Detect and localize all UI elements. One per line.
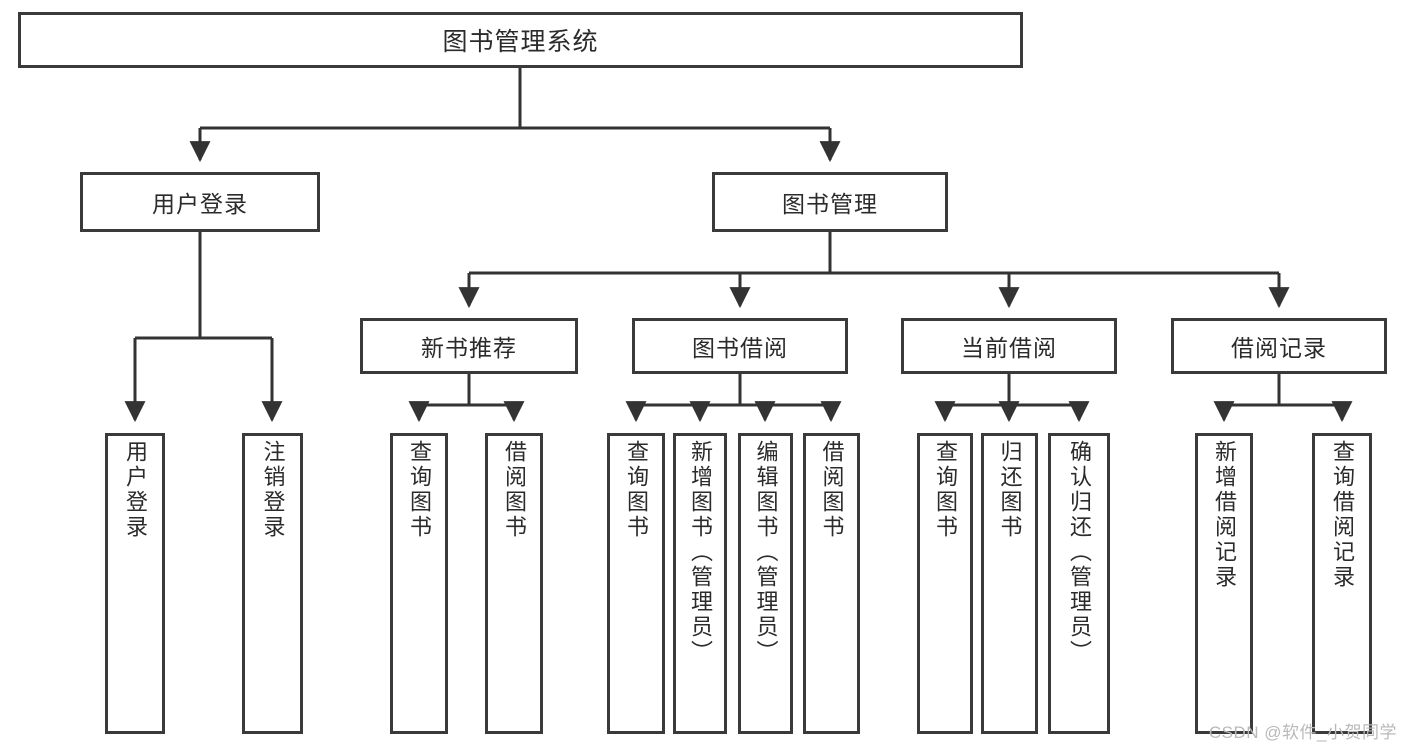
leaf-label: 借阅图书: [501, 440, 527, 540]
leaf-current-confirm-return-admin[interactable]: 确认归还（管理员）: [1048, 433, 1110, 734]
node-book-management[interactable]: 图书管理: [712, 172, 948, 232]
leaf-label: 查询借阅记录: [1329, 440, 1355, 590]
node-user-login-label: 用户登录: [152, 191, 248, 217]
leaf-borrow-add-book-admin[interactable]: 新增图书（管理员）: [673, 433, 727, 734]
leaf-label: 查询图书: [406, 440, 432, 540]
node-current-borrow-label: 当前借阅: [961, 335, 1057, 361]
leaf-label: 注销登录: [260, 440, 286, 540]
leaf-borrow-borrow-book[interactable]: 借阅图书: [803, 433, 860, 734]
edges-record-to-leaves: [1213, 374, 1353, 423]
edges-borrow-to-leaves: [625, 374, 842, 423]
node-new-book-recommend-label: 新书推荐: [421, 335, 517, 361]
leaf-record-add-record[interactable]: 新增借阅记录: [1195, 433, 1253, 734]
leaf-label: 归还图书: [997, 440, 1023, 540]
leaf-label: 编辑图书（管理员）: [753, 440, 779, 665]
leaf-borrow-edit-book-admin[interactable]: 编辑图书（管理员）: [738, 433, 793, 734]
leaf-current-return-book[interactable]: 归还图书: [981, 433, 1038, 734]
leaf-label: 新增借阅记录: [1211, 440, 1237, 590]
leaf-new-book-query[interactable]: 查询图书: [390, 433, 448, 734]
leaf-label: 查询图书: [623, 440, 649, 540]
node-user-login[interactable]: 用户登录: [80, 172, 320, 232]
node-new-book-recommend[interactable]: 新书推荐: [360, 318, 578, 374]
leaf-new-book-borrow[interactable]: 借阅图书: [485, 433, 543, 734]
edges-userlogin-to-leaves: [124, 232, 283, 423]
node-borrow-record-label: 借阅记录: [1231, 335, 1327, 361]
node-book-borrow[interactable]: 图书借阅: [632, 318, 848, 374]
leaf-user-login-login[interactable]: 用户登录: [105, 433, 165, 734]
node-current-borrow[interactable]: 当前借阅: [901, 318, 1117, 374]
node-borrow-record[interactable]: 借阅记录: [1171, 318, 1387, 374]
node-root-label: 图书管理系统: [442, 28, 599, 56]
leaf-borrow-query-book[interactable]: 查询图书: [607, 433, 665, 734]
leaf-label: 新增图书（管理员）: [687, 440, 713, 665]
edges-root-to-level2: [189, 68, 841, 163]
edges-bookmgmt-to-level3: [458, 232, 1290, 309]
node-book-borrow-label: 图书借阅: [692, 335, 788, 361]
leaf-record-query-record[interactable]: 查询借阅记录: [1312, 433, 1372, 734]
node-book-management-label: 图书管理: [782, 191, 878, 217]
node-root-book-management-system[interactable]: 图书管理系统: [18, 12, 1023, 68]
leaf-user-login-logout[interactable]: 注销登录: [242, 433, 303, 734]
leaf-label: 查询图书: [932, 440, 958, 540]
watermark-text: CSDN @软件_小贺同学: [1208, 723, 1397, 742]
edges-current-to-leaves: [934, 374, 1090, 423]
leaf-label: 用户登录: [122, 440, 148, 540]
leaf-label: 借阅图书: [819, 440, 845, 540]
edges-newbook-to-leaves: [408, 374, 525, 423]
leaf-current-query-book[interactable]: 查询图书: [917, 433, 973, 734]
leaf-label: 确认归还（管理员）: [1066, 440, 1092, 665]
